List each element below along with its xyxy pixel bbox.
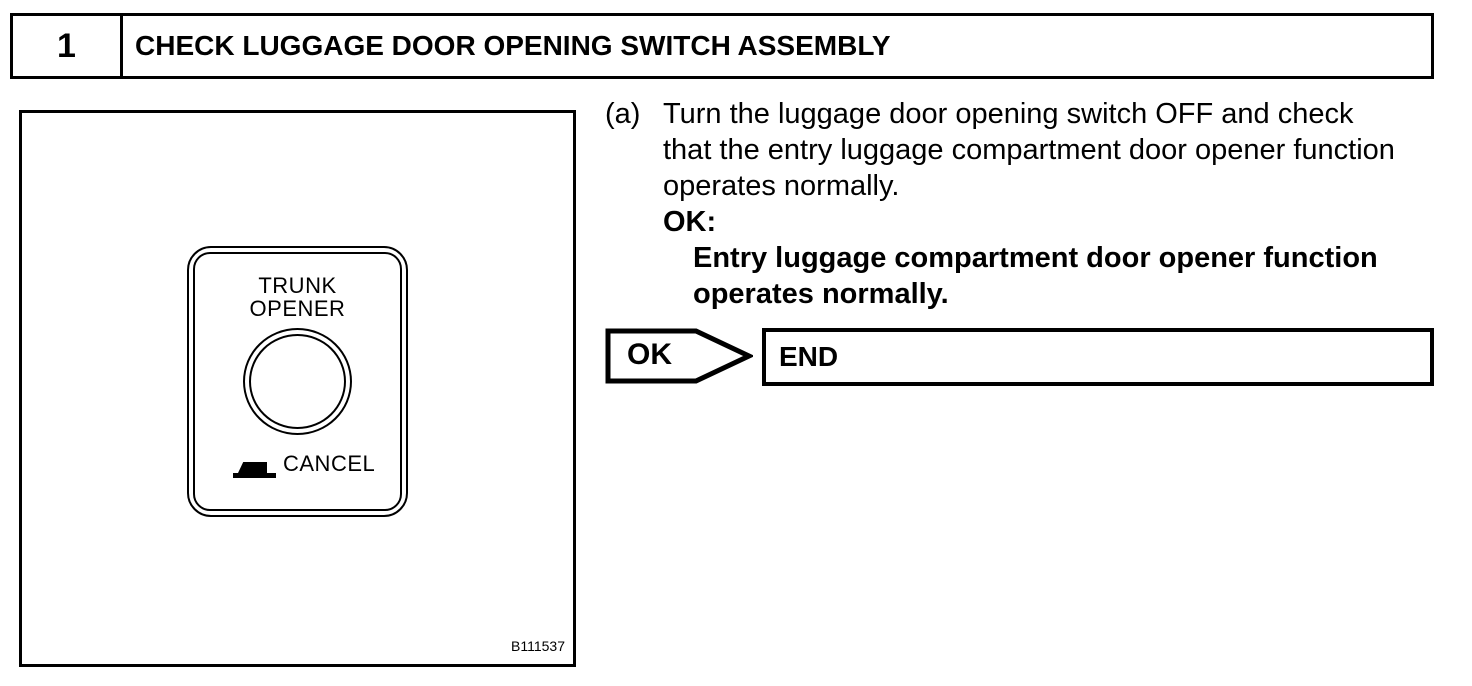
switch-label: TRUNK OPENER (189, 274, 406, 320)
ok-criteria-line: operates normally. (693, 278, 949, 310)
ok-arrow-icon (605, 328, 753, 384)
switch-label-line1: TRUNK (258, 273, 337, 298)
step-title: CHECK LUGGAGE DOOR OPENING SWITCH ASSEMB… (135, 30, 891, 61)
switch-inner-outline (193, 252, 402, 511)
switch-button-inner-circle (249, 334, 346, 429)
instruction-line: operates normally. (663, 170, 900, 202)
instruction-line: Turn the luggage door opening switch OFF… (663, 98, 1354, 130)
switch-button-circle (243, 328, 352, 435)
step-number: 1 (13, 16, 123, 76)
ok-criteria-heading: OK: (663, 206, 717, 238)
pressed-lever-icon-base (233, 473, 276, 478)
instruction-line: that the entry luggage compartment door … (663, 134, 1395, 166)
ok-arrow-label: OK (627, 338, 672, 371)
instruction-text: Turn the luggage door opening switch OFF… (663, 96, 1395, 204)
figure-panel: TRUNK OPENER CANCEL B111537 (19, 110, 576, 667)
ok-criteria-line: Entry luggage compartment door opener fu… (693, 242, 1378, 274)
cancel-label: CANCEL (283, 451, 376, 476)
figure-code: B111537 (511, 638, 565, 654)
instruction-step-label: (a) (605, 98, 641, 130)
pressed-lever-icon (238, 462, 267, 473)
trunk-opener-switch-illustration: TRUNK OPENER CANCEL (187, 246, 408, 517)
step-header-bar: 1 CHECK LUGGAGE DOOR OPENING SWITCH ASSE… (10, 13, 1434, 79)
end-label: END (779, 341, 839, 372)
instruction-step-a: (a) Turn the luggage door opening switch… (605, 96, 1445, 204)
switch-label-line2: OPENER (249, 296, 346, 321)
ok-criteria-text: Entry luggage compartment door opener fu… (693, 240, 1445, 312)
instruction-column: (a) Turn the luggage door opening switch… (605, 96, 1445, 312)
end-box: END (762, 328, 1434, 386)
